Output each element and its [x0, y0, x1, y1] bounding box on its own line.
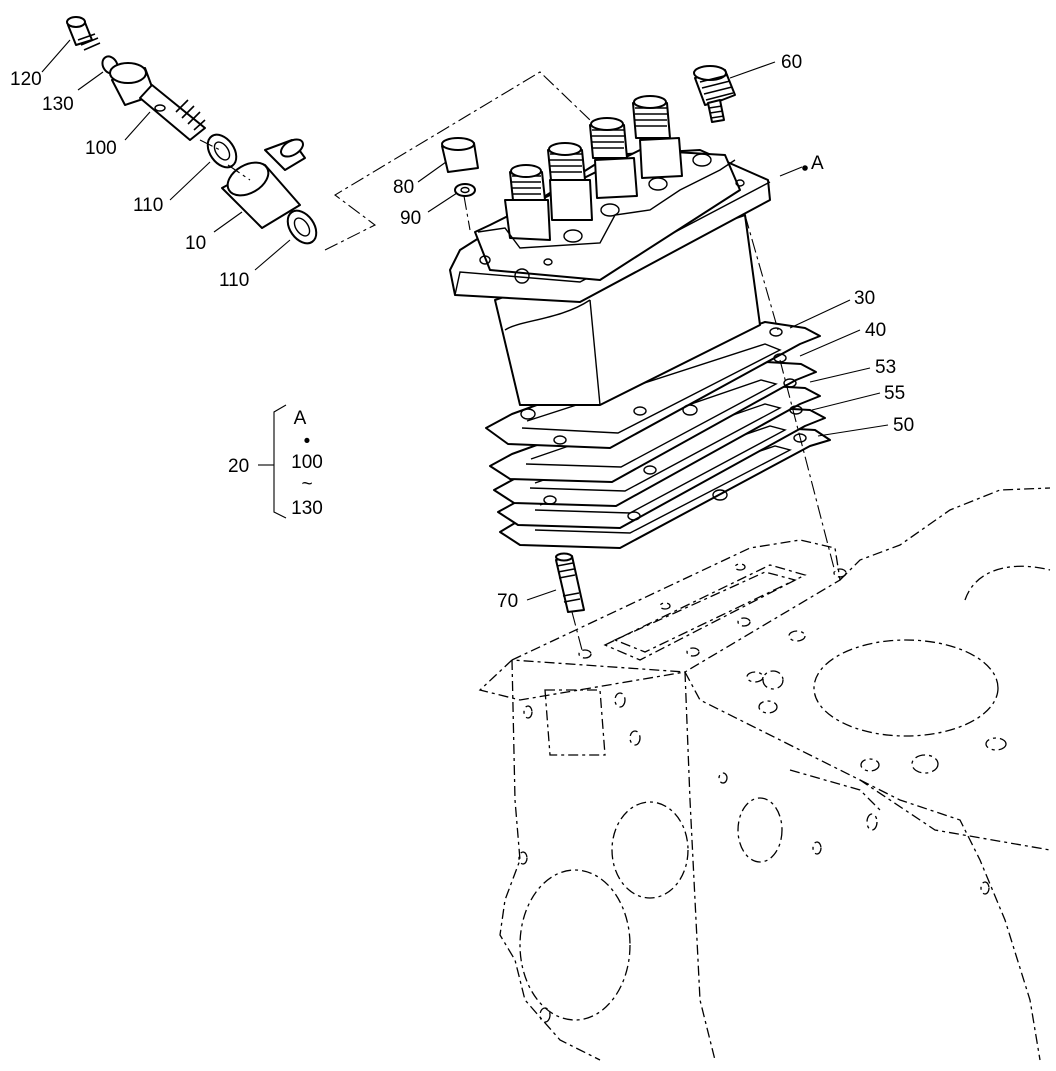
- label-120: 120: [10, 69, 42, 90]
- banjo-10: [221, 138, 306, 229]
- label-70: 70: [497, 591, 518, 612]
- label-130: 130: [42, 94, 74, 115]
- label-50: 50: [893, 415, 914, 436]
- label-30: 30: [854, 288, 875, 309]
- kit-line-1: A: [294, 408, 307, 429]
- kit-line-2: 100: [291, 452, 323, 473]
- kit-tilde: ~: [301, 474, 312, 495]
- label-A: A: [811, 153, 824, 174]
- kit-number: 20: [228, 456, 249, 477]
- banjo-bolt-100: [109, 62, 206, 141]
- label-40: 40: [865, 320, 886, 341]
- gasket-stack: [485, 321, 831, 549]
- injection-pump: [449, 95, 771, 406]
- washer-110-lower: [286, 209, 318, 245]
- bolt-60: [693, 65, 736, 123]
- kit-bullet: •: [304, 431, 311, 452]
- label-90: 90: [400, 208, 421, 229]
- assembly-lines: [199, 71, 836, 651]
- label-100: 100: [85, 138, 117, 159]
- label-10: 10: [185, 233, 206, 254]
- label-60: 60: [781, 52, 802, 73]
- engine-block: [478, 487, 1051, 1061]
- label-110-lower: 110: [219, 270, 249, 291]
- washer-110-upper: [206, 133, 238, 169]
- kit-line-3: 130: [291, 498, 323, 519]
- bolt-120: [66, 16, 101, 51]
- stud-70: [555, 552, 585, 613]
- label-80: 80: [393, 177, 414, 198]
- washer-90: [454, 183, 476, 197]
- leader-lines: [41, 39, 889, 601]
- label-55: 55: [884, 383, 905, 404]
- label-53: 53: [875, 357, 896, 378]
- label-110-upper: 110: [133, 195, 163, 216]
- part-labels: 120 130 100 110 10 110 80 90 60 A 30 40 …: [10, 52, 914, 612]
- cap-80: [441, 137, 479, 173]
